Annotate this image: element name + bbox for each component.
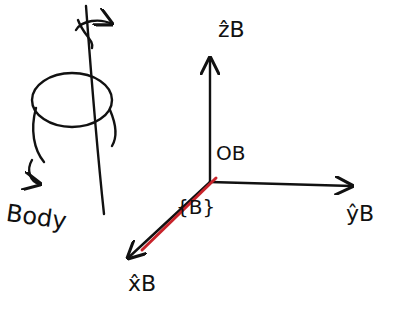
frame-label: {B} [176,196,215,218]
y-axis [210,182,352,186]
x-axis [128,182,210,258]
x-axis-highlight [142,178,216,250]
z-axis [209,58,211,182]
body-stroke [78,20,92,48]
axis-label: ẑB [218,18,245,42]
body-stroke [33,108,44,162]
body-stroke [110,110,116,146]
rotation-arrow [29,160,40,184]
body-label: Body [4,200,68,235]
axis-label: x̂B [128,272,156,296]
origin-label: OB [216,142,245,164]
body-ellipse [32,73,112,127]
axis-label: ŷB [346,202,374,226]
